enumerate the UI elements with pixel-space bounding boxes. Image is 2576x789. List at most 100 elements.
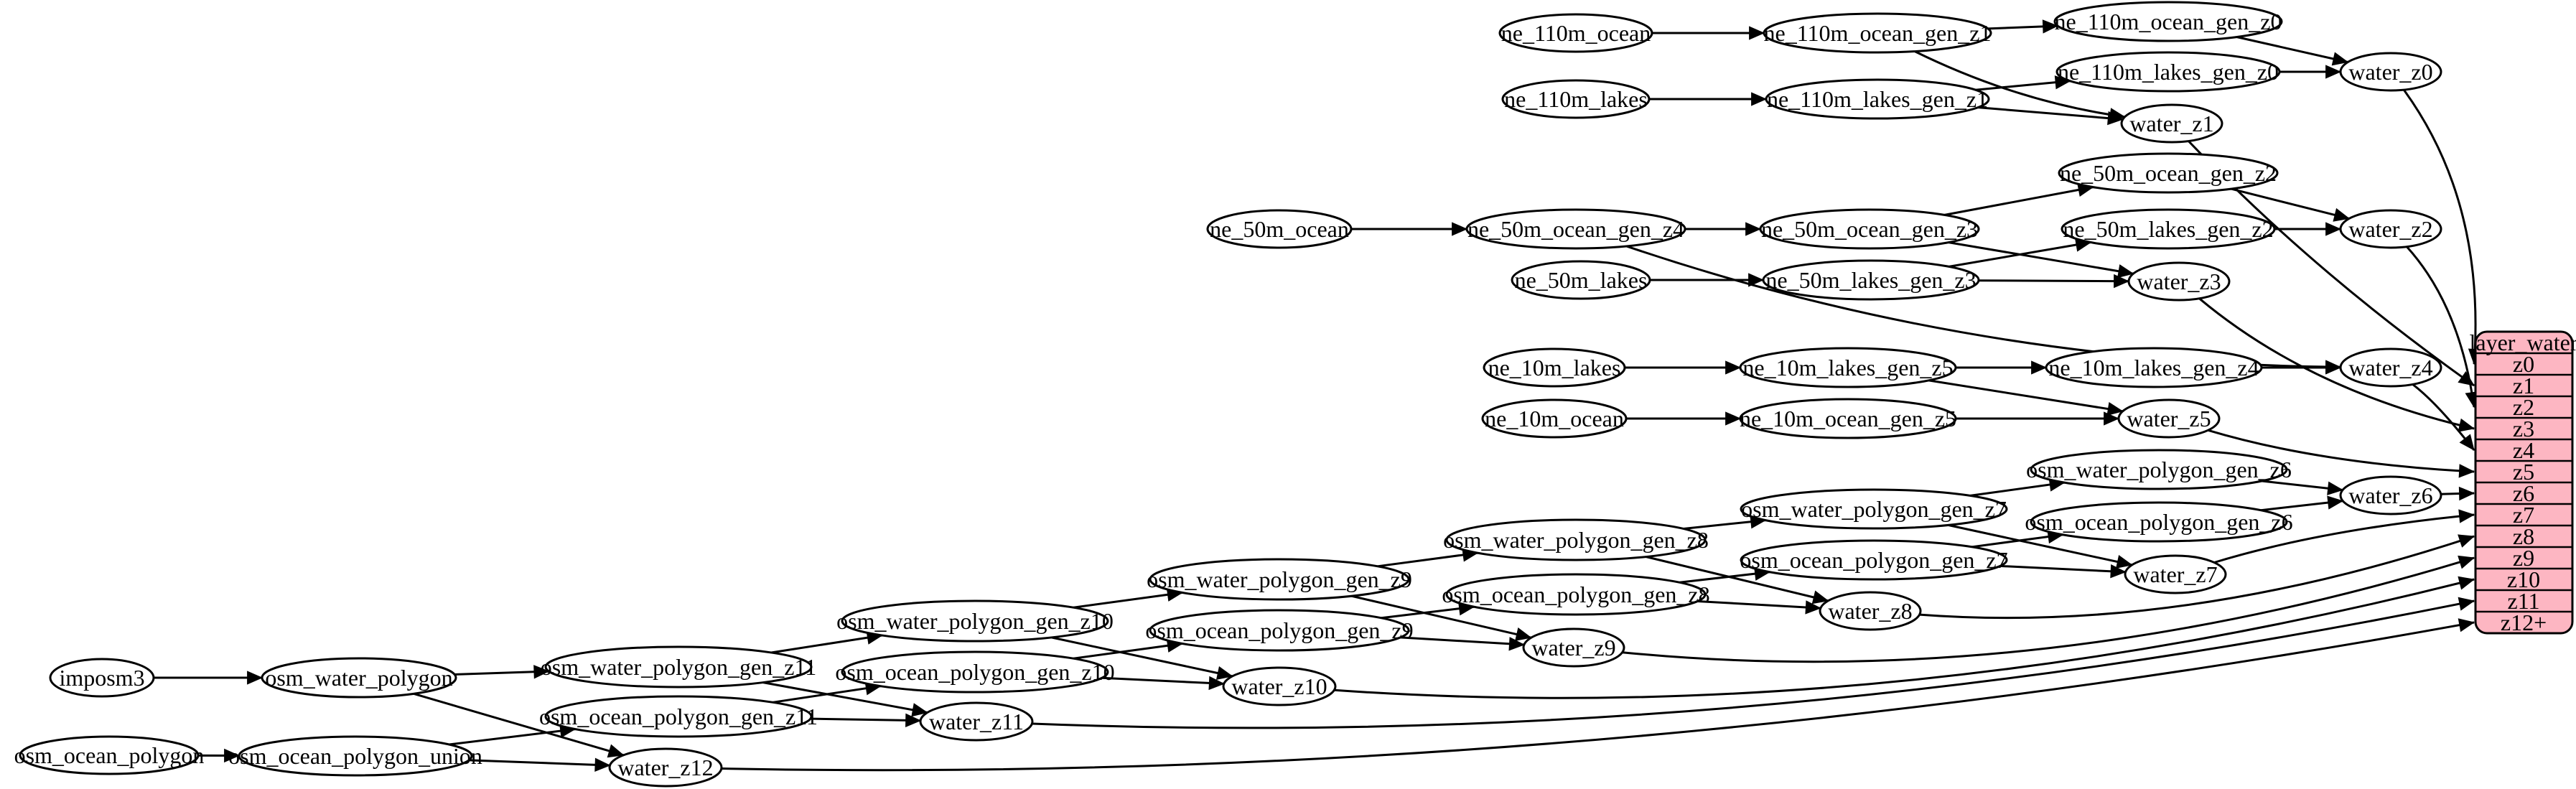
edge-ne_50m_ocean_gen_z3-to-ne_50m_ocean_gen_z2 [1944,182,2094,216]
node-shape [1763,12,1992,54]
edge-osm_ocean_polygon_gen_z6-to-water_z6 [2260,495,2344,512]
edge-osm_ocean_polygon_gen_z8-to-water_z8 [1697,600,1821,615]
table-row-z11: z11 [2475,588,2572,614]
node-ne-50m-lakes-gen-z3: ne_50m_lakes_gen_z3 [1762,259,1980,301]
node-ne-50m-ocean-gen-z4: ne_50m_ocean_gen_z4 [1465,208,1686,250]
node-water-z7: water_z7 [2124,554,2227,594]
edge-osm_ocean_polygon_gen_z7-to-water_z7 [1999,564,2127,579]
node-ne-110m-lakes: ne_110m_lakes [1501,79,1651,119]
node-label: osm_ocean_polygon_gen_z10 [835,659,1114,685]
node-label: osm_water_polygon_gen_z9 [1147,566,1412,592]
node-imposm3: imposm3 [49,658,155,698]
node-shape [2339,347,2442,388]
node-label: ne_110m_lakes [1504,86,1648,112]
node-shape [2339,475,2442,515]
table-header: layer_water [2469,330,2576,355]
edge-osm_water_polygon_gen_z10-to-water_z10 [1051,636,1233,680]
node-osm-water-polygon-gen-z9: osm_water_polygon_gen_z9 [1147,558,1412,601]
node-shape [544,695,813,738]
node-label: osm_water_polygon_gen_z6 [2026,457,2292,482]
edge-ne_110m_lakes_gen_z1-to-water_z1 [1977,106,2124,126]
node-shape [2127,261,2231,302]
node-label: osm_ocean_polygon_gen_z11 [539,704,818,729]
node-label: water_z8 [1828,598,1912,624]
table-row-label: z4 [2513,437,2534,463]
node-shape [261,657,457,699]
table-row-z0: z0 [2475,351,2572,377]
edge-water_z2-to-layer_water:z2 [2406,246,2479,408]
node-label: water_z5 [2127,406,2211,431]
node-ne-110m-ocean-gen-z1: ne_110m_ocean_gen_z1 [1763,12,1992,54]
table-row-z3: z3 [2475,416,2572,442]
node-shape [841,650,1109,694]
edge-ne_50m_ocean_gen_z2-to-water_z2 [2231,187,2351,222]
node-label: ne_10m_lakes [1488,355,1621,381]
node-label: ne_50m_ocean [1210,216,1349,242]
node-label: imposm3 [59,665,144,691]
node-shape [2030,501,2288,543]
node-shape [1765,78,1990,120]
node-label: water_z12 [617,755,713,780]
node-shape [1498,13,1653,53]
node-osm-water-polygon-gen-z6: osm_water_polygon_gen_z6 [2026,449,2292,490]
edge-water_z7-to-layer_water:z7 [2213,509,2475,564]
node-label: ne_110m_lakes_gen_z1 [1767,86,1988,112]
node-label: osm_water_polygon_gen_z11 [541,654,817,680]
nodes-layer: imposm3 osm_water_polygon osm_ocean_poly… [14,1,2442,788]
node-label: water_z0 [2348,59,2432,85]
node-ne-10m-lakes-gen-z4: ne_10m_lakes_gen_z4 [2045,347,2263,388]
node-shape [1465,208,1686,250]
node-shape [1739,347,1957,388]
node-label: water_z4 [2348,355,2432,381]
edge-osm_water_polygon_gen_z10-to-osm_water_polygon_gen_z9 [1073,587,1183,609]
node-shape [2061,208,2276,250]
node-ne-10m-lakes-gen-z5: ne_10m_lakes_gen_z5 [1739,347,1957,388]
table-row-z10: z10 [2475,566,2572,592]
table-row-label: z1 [2513,373,2534,398]
node-ne-110m-ocean: ne_110m_ocean [1498,13,1653,53]
edge-osm_water_polygon_gen_z9-to-water_z9 [1350,594,1532,641]
edge-water_z8-to-layer_water:z8 [1919,534,2475,620]
node-ne-10m-ocean-gen-z5: ne_10m_ocean_gen_z5 [1739,398,1957,439]
table-row-z4: z4 [2475,437,2572,463]
node-water-z10: water_z10 [1222,666,1337,706]
node-label: osm_ocean_polygon [14,742,205,768]
table-title: layer_water [2469,330,2576,355]
edge-water_z10-to-layer_water:z10 [1334,576,2475,699]
edge-osm_ocean_polygon_gen_z8-to-osm_ocean_polygon_gen_z7 [1679,566,1771,584]
edge-ne_50m_ocean_gen_z3-to-water_z3 [1948,241,2134,279]
node-shape [2058,152,2279,194]
node-shape [1759,208,1980,250]
edge-water_z4-to-layer_water:z4 [2412,383,2475,451]
table-row-label: z8 [2513,523,2534,549]
node-label: osm_water_polygon_gen_z10 [836,608,1114,634]
node-label: water_z6 [2348,482,2432,508]
edge-ne_50m_ocean_gen_z4-to-water_z4 [1626,245,2342,374]
edge-water_z5-to-layer_water:z5 [2208,429,2475,478]
edge-water_z11-to-layer_water:z11 [1032,597,2475,729]
node-label: ne_10m_ocean [1485,406,1624,431]
edge-osm_water_polygon_gen_z8-to-osm_water_polygon_gen_z7 [1683,515,1767,530]
edge-ne_110m_lakes_gen_z1-to-ne_110m_lakes_gen_z0 [1975,75,2071,91]
node-ne-50m-lakes-gen-z2: ne_50m_lakes_gen_z2 [2061,208,2276,250]
table-row-z5: z5 [2475,459,2572,485]
node-shape [1445,573,1707,616]
node-water-z8: water_z8 [1819,591,1922,631]
edge-water_z6-to-layer_water:z6 [2440,486,2475,501]
node-label: ne_10m_lakes_gen_z5 [1742,355,1953,381]
node-ne-50m-lakes: ne_50m_lakes [1511,260,1651,300]
node-osm-water-polygon-gen-z7: osm_water_polygon_gen_z7 [1740,488,2008,530]
node-label: osm_ocean_polygon_gen_z9 [1145,617,1413,643]
table-row-z6: z6 [2475,480,2572,506]
edge-osm_water_polygon_gen_z9-to-osm_water_polygon_gen_z8 [1377,548,1479,568]
table-row-label: z2 [2513,394,2534,420]
node-label: osm_ocean_polygon_gen_z8 [1442,582,1709,607]
node-shape [49,658,155,698]
node-osm-water-polygon-gen-z11: osm_water_polygon_gen_z11 [541,645,817,688]
edge-osm_ocean_polygon_gen_z11-to-osm_ocean_polygon_gen_z10 [773,681,882,704]
node-label: osm_water_polygon_gen_z8 [1443,527,1709,553]
edge-osm_ocean_polygon_gen_z7-to-osm_ocean_polygon_gen_z6 [1971,529,2064,548]
node-ne-110m-ocean-gen-z0: ne_110m_ocean_gen_z0 [2053,1,2283,42]
edge-osm_ocean_polygon_union-to-osm_ocean_polygon_gen_z11 [449,724,577,746]
